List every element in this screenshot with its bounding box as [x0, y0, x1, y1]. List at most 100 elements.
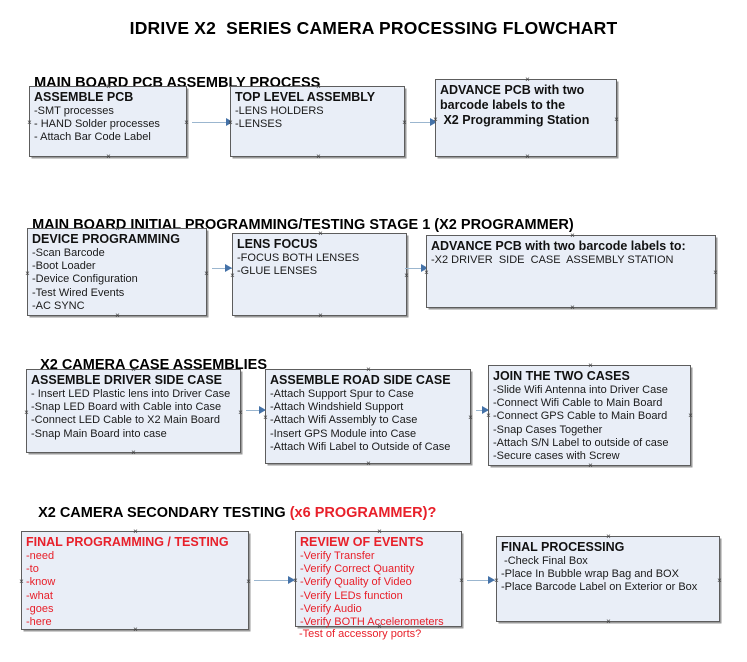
resize-handle-left[interactable] — [18, 578, 25, 585]
node-review-of-events[interactable]: REVIEW OF EVENTS -Verify Transfer -Verif… — [295, 528, 465, 628]
resize-handle-right[interactable] — [237, 409, 244, 416]
node-assemble-pcb[interactable]: ASSEMBLE PCB -SMT processes - HAND Solde… — [29, 86, 187, 157]
node-assemble-road-side-case[interactable]: ASSEMBLE ROAD SIDE CASE -Attach Support … — [265, 369, 471, 464]
resize-handle-bottom[interactable] — [130, 449, 137, 456]
resize-handle-left[interactable] — [229, 272, 236, 279]
resize-handle-top[interactable] — [365, 366, 372, 373]
node-assemble-driver-side-case[interactable]: ASSEMBLE DRIVER SIDE CASE - Insert LED P… — [26, 369, 241, 453]
node-header: ASSEMBLE DRIVER SIDE CASE — [31, 373, 223, 387]
resize-handle-bottom[interactable] — [365, 460, 372, 467]
connector-arrow — [259, 406, 266, 414]
node-item: -GLUE LENSES — [237, 265, 318, 278]
resize-handle-bottom[interactable] — [114, 312, 121, 319]
node-header: DEVICE PROGRAMMING — [32, 232, 180, 246]
node-item: -Boot Loader — [32, 260, 96, 273]
node-header: LENS FOCUS — [237, 237, 318, 251]
resize-handle-left[interactable] — [262, 414, 269, 421]
resize-handle-top[interactable] — [132, 528, 139, 535]
resize-handle-bottom[interactable] — [605, 618, 612, 625]
node-item: -Connect Wifi Cable to Main Board — [493, 397, 663, 410]
connector-arrow — [421, 264, 428, 272]
resize-handle-right[interactable] — [613, 116, 620, 123]
resize-handle-right[interactable] — [467, 414, 474, 421]
connector-line — [254, 580, 294, 581]
node-item: -Secure cases with Screw — [493, 450, 620, 463]
node-item: -Attach Wifi Assembly to Case — [270, 414, 418, 427]
node-top-level-assembly[interactable]: TOP LEVEL ASSEMBLY -LENS HOLDERS -LENSES — [230, 86, 405, 157]
node-final-programming-testing[interactable]: FINAL PROGRAMMING / TESTING -need -to -k… — [21, 531, 249, 630]
node-item: -Snap Main Board into case — [31, 427, 167, 440]
resize-handle-right[interactable] — [403, 272, 410, 279]
resize-handle-bottom[interactable] — [315, 153, 322, 160]
connector-arrow — [225, 264, 232, 272]
connector-arrow — [488, 576, 495, 584]
resize-handle-right[interactable] — [183, 119, 190, 126]
connector-line — [192, 122, 230, 123]
node-advance-pcb-to-x2-programming-station[interactable]: ADVANCE PCB with two barcode labels to t… — [435, 79, 617, 157]
resize-handle-bottom[interactable] — [105, 153, 112, 160]
node-item: - Attach Bar Code Label — [34, 131, 151, 144]
node-device-programming[interactable]: DEVICE PROGRAMMING -Scan Barcode -Boot L… — [27, 228, 207, 316]
node-header: TOP LEVEL ASSEMBLY — [235, 90, 376, 104]
page-title: IDRIVE X2 SERIES CAMERA PROCESSING FLOWC… — [129, 18, 618, 38]
connector-line — [467, 580, 495, 581]
node-item: -Verify Correct Quantity — [300, 563, 415, 576]
resize-handle-top[interactable] — [569, 232, 576, 239]
node-item: -X2 DRIVER SIDE CASE ASSEMBLY STATION — [431, 254, 674, 266]
resize-handle-right[interactable] — [716, 577, 723, 584]
resize-handle-left[interactable] — [24, 270, 31, 277]
connector-line — [405, 268, 430, 269]
node-item: -Insert GPS Module into Case — [270, 427, 417, 440]
node-advance-pcb-to-driver-side-case-station[interactable]: ADVANCE PCB with two barcode labels to: … — [426, 235, 716, 308]
resize-handle-left[interactable] — [23, 409, 30, 416]
node-item: -here — [26, 616, 52, 629]
node-item: -Place Barcode Label on Exterior or Box — [501, 581, 698, 594]
node-item: -Connect LED Cable to X2 Main Board — [31, 414, 220, 427]
node-header: ASSEMBLE PCB — [34, 90, 134, 104]
resize-handle-left[interactable] — [26, 119, 33, 126]
node-item: -Check Final Box — [501, 555, 588, 567]
node-final-processing[interactable]: FINAL PROCESSING -Check Final Box -Place… — [496, 536, 720, 622]
section-title-x2-camera-secondary-testing: X2 CAMERA SECONDARY TESTING (x6 PROGRAMM… — [30, 489, 436, 521]
node-lens-focus[interactable]: LENS FOCUS -FOCUS BOTH LENSES -GLUE LENS… — [232, 233, 407, 316]
connector-line — [246, 410, 268, 411]
node-header: FINAL PROCESSING — [501, 540, 625, 554]
section-title-accent: (x6 PROGRAMMER)? — [289, 505, 437, 521]
node-join-the-two-cases[interactable]: JOIN THE TWO CASES -Slide Wifi Antenna i… — [488, 365, 691, 466]
node-item: - Insert LED Plastic lens into Driver Ca… — [31, 388, 231, 400]
connector-line — [410, 122, 435, 123]
node-item: -Slide Wifi Antenna into Driver Case — [493, 384, 668, 396]
section-title-text: X2 CAMERA SECONDARY TESTING — [38, 505, 290, 521]
node-header: REVIEW OF EVENTS — [300, 535, 424, 549]
resize-handle-top[interactable] — [605, 533, 612, 540]
connector-line — [212, 268, 236, 269]
node-item: - HAND Solder processes — [34, 118, 160, 131]
node-item: -Attach Windshield Support — [270, 401, 404, 414]
resize-handle-top[interactable] — [587, 362, 594, 369]
resize-handle-bottom[interactable] — [317, 312, 324, 319]
resize-handle-right[interactable] — [687, 412, 694, 419]
node-item: -Test Wired Events — [32, 286, 125, 299]
resize-handle-right[interactable] — [712, 269, 719, 276]
node-header: FINAL PROGRAMMING / TESTING — [26, 535, 229, 549]
resize-handle-right[interactable] — [401, 119, 408, 126]
node-item: -SMT processes — [34, 105, 114, 117]
node-item: -need — [26, 550, 55, 562]
connector-arrow — [482, 406, 489, 414]
resize-handle-top[interactable] — [524, 76, 531, 83]
resize-handle-top[interactable] — [376, 528, 383, 535]
resize-handle-right[interactable] — [203, 270, 210, 277]
connector-arrow — [430, 118, 437, 126]
resize-handle-bottom[interactable] — [524, 153, 531, 160]
resize-handle-right[interactable] — [458, 577, 465, 584]
resize-handle-right[interactable] — [245, 578, 252, 585]
node-item: -Device Configuration — [32, 273, 138, 286]
node-item-overflow: -Test of accessory ports? — [299, 628, 422, 640]
node-item: -Verify Transfer — [300, 550, 375, 562]
node-item: -Attach Support Spur to Case — [270, 388, 414, 400]
node-item: -LENS HOLDERS — [235, 105, 324, 117]
resize-handle-bottom[interactable] — [569, 304, 576, 311]
node-item: X2 Programming Station — [440, 113, 590, 127]
node-item: -LENSES — [235, 118, 283, 131]
node-item: -Snap LED Board with Cable into Case — [31, 401, 222, 414]
